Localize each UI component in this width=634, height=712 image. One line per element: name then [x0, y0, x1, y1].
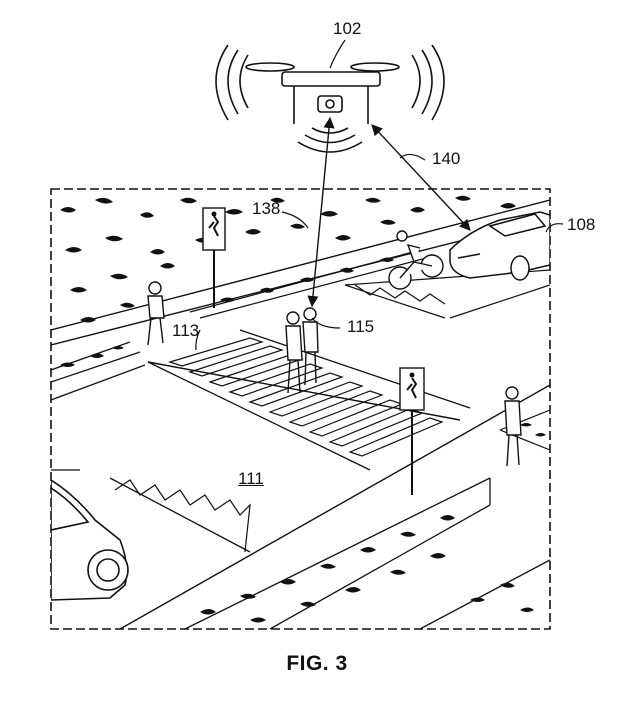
label-road: 111 — [238, 469, 264, 488]
figure-caption: FIG. 3 — [286, 652, 348, 675]
pedestrian-left — [147, 281, 165, 346]
vehicle-near — [51, 479, 129, 601]
scene-frame — [50, 188, 551, 630]
label-vehicle-link: 140 — [432, 149, 461, 168]
pedestrian-group — [285, 307, 319, 394]
link-to-pedestrians — [307, 116, 335, 308]
label-crosswalk: 113 — [172, 321, 200, 340]
label-pedestrians: 115 — [347, 317, 375, 336]
ped-signal-far — [202, 207, 226, 308]
label-drone: 102 — [333, 19, 362, 38]
label-vehicle: 108 — [567, 215, 596, 234]
ped-signal-near — [399, 367, 425, 495]
cyclist — [388, 230, 444, 290]
street-scene — [51, 195, 550, 629]
drone-icon — [245, 62, 400, 124]
vehicle-far — [449, 211, 550, 281]
pedestrian-right — [504, 386, 522, 467]
link-to-vehicle — [371, 124, 471, 231]
crosswalk-stripes — [168, 337, 444, 457]
label-signal-link: 138 — [252, 199, 281, 218]
leader-lines — [195, 39, 564, 351]
vegetation-far — [60, 195, 516, 323]
vegetation-near — [200, 423, 546, 623]
